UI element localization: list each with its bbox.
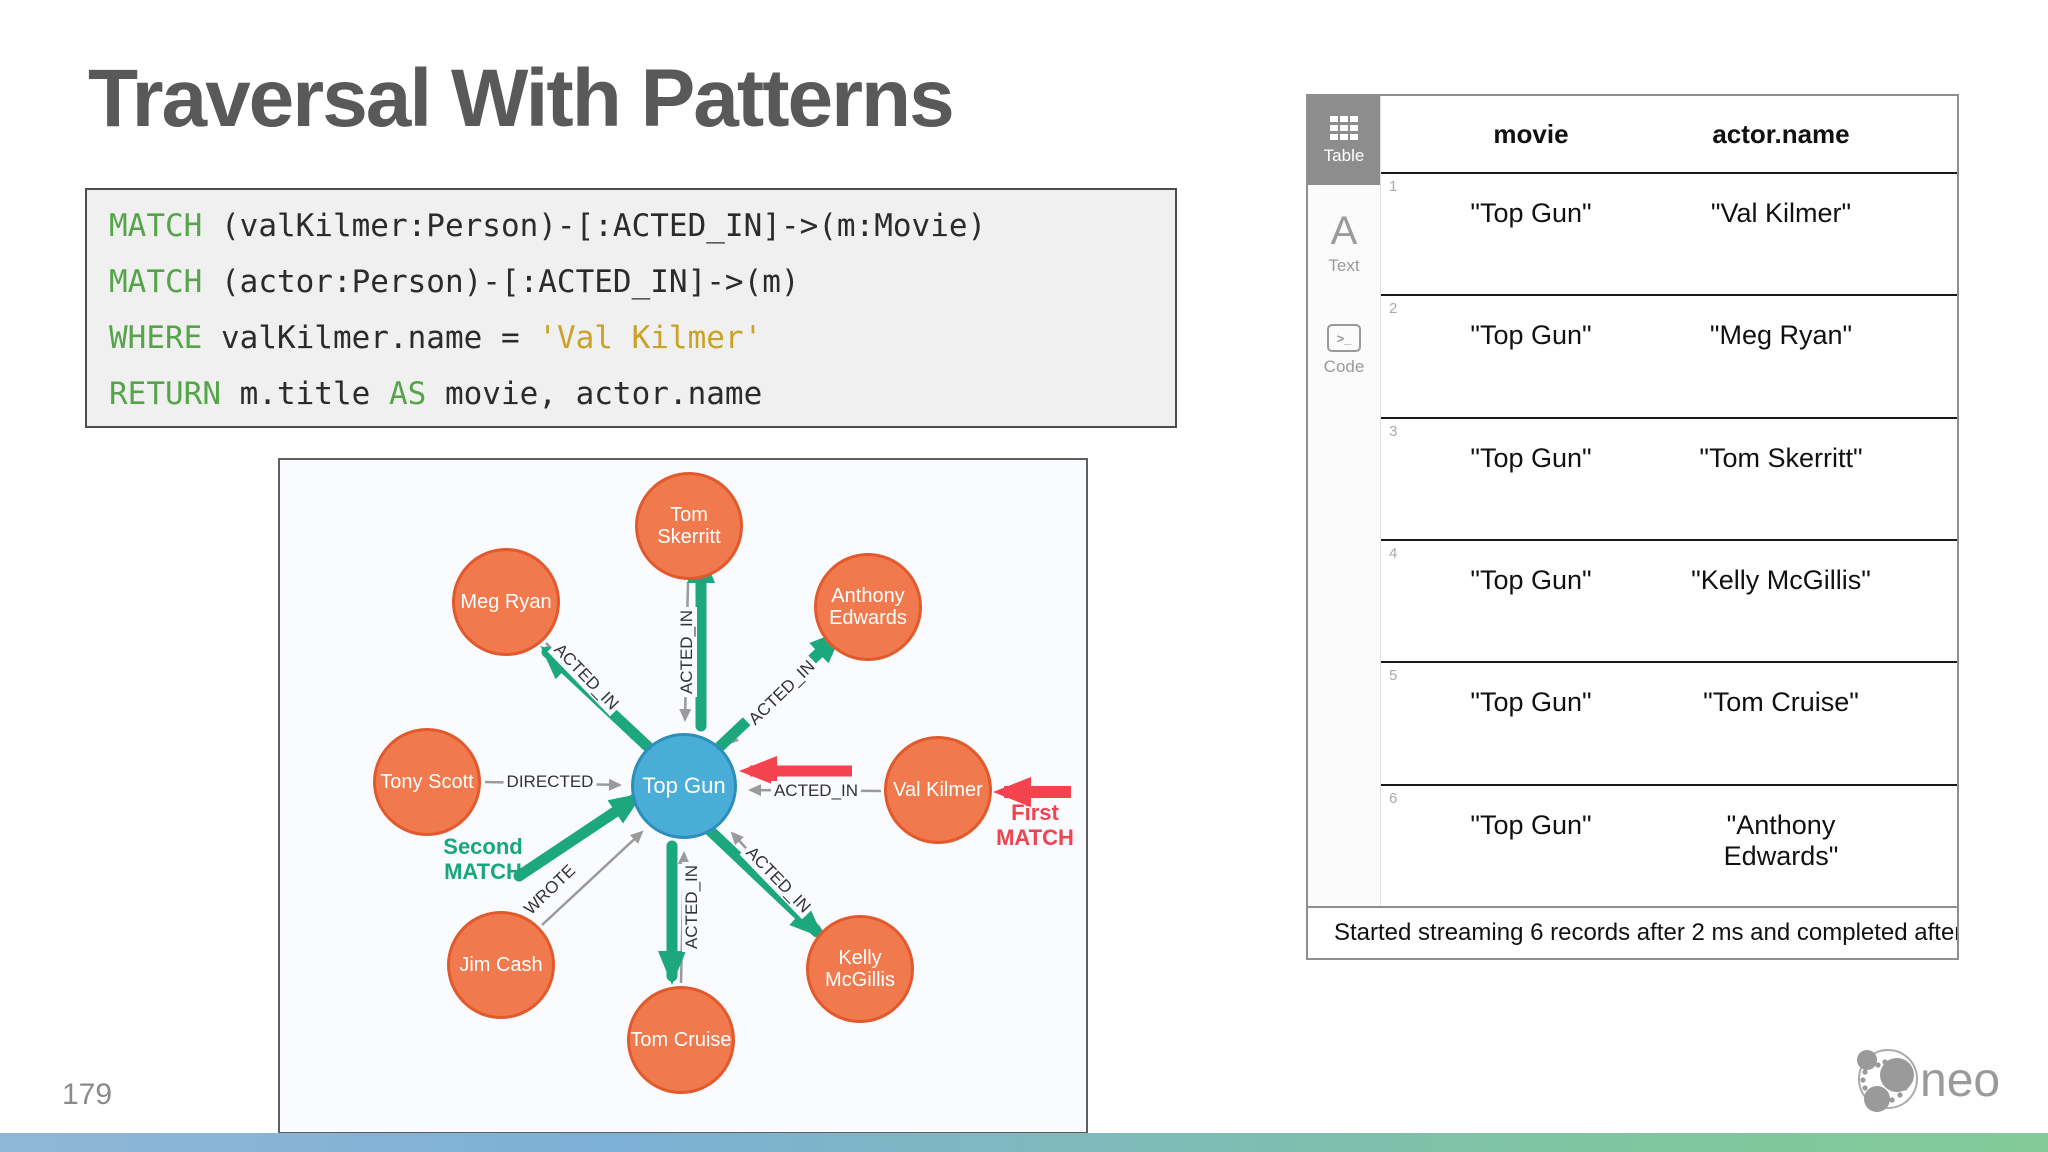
node-tom-cruise: Tom Cruise [627, 986, 735, 1094]
table-row: 3 "Top Gun" "Tom Skerritt" [1381, 419, 1957, 541]
result-table: movie actor.name 1 "Top Gun" "Val Kilmer… [1381, 96, 1957, 908]
cell-actor: "Tom Skerritt" [1699, 442, 1863, 473]
string-literal: 'Val Kilmer' [538, 320, 763, 356]
page-number: 179 [62, 1078, 113, 1111]
code-text: (valKilmer:Person)-[:ACTED_IN]->(m:Movie… [202, 208, 987, 244]
cell-movie: "Top Gun" [1470, 687, 1592, 718]
keyword-match: MATCH [109, 264, 203, 300]
second-match-arrow [513, 792, 644, 882]
view-toggle-code[interactable]: >_ Code [1308, 308, 1380, 393]
cell-actor: "Kelly McGillis" [1691, 564, 1871, 595]
keyword-return: RETURN [109, 376, 221, 412]
code-line-4: RETURN m.title AS movie, actor.name [109, 366, 1175, 422]
edge-label: DIRECTED [503, 772, 597, 792]
code-text: m.title [220, 376, 389, 412]
neo4j-logo-text: neo4j [1920, 1054, 2000, 1107]
table-icon [1330, 116, 1358, 140]
cell-movie: "Top Gun" [1470, 198, 1592, 228]
row-number: 3 [1389, 422, 1398, 440]
terminal-icon: >_ [1327, 324, 1361, 352]
cell-actor: "Tom Cruise" [1703, 687, 1859, 718]
view-toggle-text[interactable]: A Text [1308, 201, 1380, 286]
neo4j-logo-icon: neo4j [1857, 1049, 2037, 1112]
cell-actor: "Anthony Edwards" [1723, 809, 1839, 871]
code-text: valKilmer.name = [202, 320, 539, 356]
result-panel: Table A Text >_ Code movie actor.name 1 … [1306, 94, 1959, 960]
edge-label: ACTED_IN [682, 861, 702, 953]
annotation-line: MATCH [444, 859, 522, 884]
edge-label: ACTED_IN [770, 781, 862, 801]
row-number: 5 [1389, 667, 1398, 685]
code-line-2: MATCH (actor:Person)-[:ACTED_IN]->(m) [109, 254, 1175, 310]
row-number: 4 [1389, 544, 1398, 562]
cell-actor: "Val Kilmer" [1710, 198, 1852, 228]
row-number: 2 [1389, 300, 1398, 318]
table-header-row: movie actor.name [1381, 96, 1957, 174]
column-header-movie: movie [1493, 118, 1569, 149]
graph-diagram: ACTED_IN ACTED_IN ACTED_IN DIRECTED ACTE… [278, 458, 1088, 1134]
annotation-line: MATCH [996, 825, 1074, 850]
cypher-code-block: MATCH (valKilmer:Person)-[:ACTED_IN]->(m… [85, 188, 1177, 428]
table-row: 2 "Top Gun" "Meg Ryan" [1381, 296, 1957, 419]
stream-status-bar: Started streaming 6 records after 2 ms a… [1308, 906, 1957, 958]
annotation-line: First [1011, 800, 1059, 825]
table-row: 4 "Top Gun" "Kelly McGillis" [1381, 541, 1957, 664]
first-match-annotation: First MATCH [980, 800, 1090, 850]
cell-movie: "Top Gun" [1470, 442, 1592, 473]
page-title: Traversal With Patterns [88, 53, 955, 144]
keyword-match: MATCH [109, 208, 203, 244]
edge-label: ACTED_IN [677, 606, 697, 698]
node-meg-ryan: Meg Ryan [452, 548, 560, 656]
node-anthony-edwards: Anthony Edwards [814, 553, 922, 661]
neo4j-logo: neo4j [1850, 1038, 2037, 1123]
view-toggle-label: Text [1328, 256, 1360, 275]
code-line-3: WHERE valKilmer.name = 'Val Kilmer' [109, 310, 1175, 366]
slide-footer-bar [0, 1133, 2048, 1152]
table-row: 6 "Top Gun" "Anthony Edwards" [1381, 786, 1957, 908]
table-row: 1 "Top Gun" "Val Kilmer" [1381, 174, 1957, 297]
text-icon: A [1330, 209, 1358, 253]
row-number: 6 [1389, 789, 1398, 807]
code-text: (actor:Person)-[:ACTED_IN]->(m) [202, 264, 800, 300]
node-tony-scott: Tony Scott [373, 728, 481, 836]
node-top-gun: Top Gun [631, 733, 737, 839]
cell-movie: "Top Gun" [1470, 320, 1592, 351]
view-mode-sidebar: Table A Text >_ Code [1308, 96, 1381, 908]
node-tom-skerritt: Tom Skerritt [635, 472, 743, 580]
keyword-where: WHERE [109, 320, 203, 356]
column-header-actor-name: actor.name [1712, 118, 1850, 149]
node-kelly-mcgillis: Kelly McGillis [806, 915, 914, 1023]
cell-actor: "Meg Ryan" [1709, 320, 1853, 351]
second-match-annotation: Second MATCH [413, 834, 553, 884]
view-toggle-table[interactable]: Table [1308, 96, 1380, 185]
view-toggle-label: Table [1323, 146, 1365, 165]
node-val-kilmer: Val Kilmer [884, 736, 992, 844]
cell-movie: "Top Gun" [1470, 809, 1592, 840]
view-toggle-label: Code [1323, 357, 1365, 376]
table-row: 5 "Top Gun" "Tom Cruise" [1381, 663, 1957, 786]
code-text: movie, actor.name [426, 376, 763, 412]
code-line-1: MATCH (valKilmer:Person)-[:ACTED_IN]->(m… [109, 198, 1175, 254]
cell-movie: "Top Gun" [1470, 564, 1592, 595]
row-number: 1 [1389, 178, 1398, 195]
annotation-line: Second [443, 834, 523, 859]
keyword-as: AS [388, 376, 427, 412]
edge-jimcash-wrote [541, 830, 644, 926]
node-jim-cash: Jim Cash [447, 911, 555, 1019]
